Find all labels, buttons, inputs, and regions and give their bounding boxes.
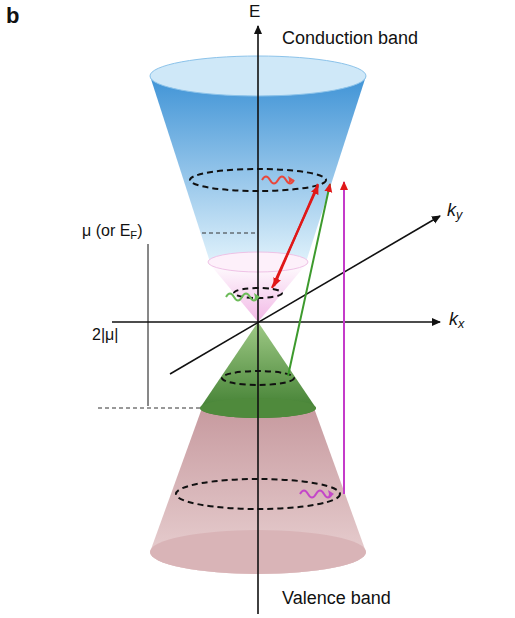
band-label: Valence band (282, 588, 391, 609)
interband-transition (288, 184, 330, 376)
energy-axis (257, 26, 259, 614)
band-label: Conduction band (282, 28, 418, 49)
photon-wave-head (288, 176, 294, 184)
two-mu-bar (148, 244, 149, 406)
photon-wave (226, 294, 258, 301)
interband-transition (343, 182, 345, 494)
photon-wave-head (254, 293, 260, 301)
minus-mu-line (98, 408, 202, 409)
axis-label: ky (447, 200, 462, 221)
energy-gap-label: 2|μ| (92, 326, 118, 344)
photon-wave (300, 491, 332, 498)
fermi-level-line (202, 233, 258, 234)
axis-label: kx (449, 309, 464, 330)
photon-wave (262, 177, 294, 184)
photon-wave-head (328, 490, 334, 498)
kx-axis (112, 321, 440, 323)
chemical-potential-label: μ (or EF) (82, 222, 143, 240)
panel-letter: b (6, 3, 19, 28)
axis-label: E (249, 2, 260, 22)
